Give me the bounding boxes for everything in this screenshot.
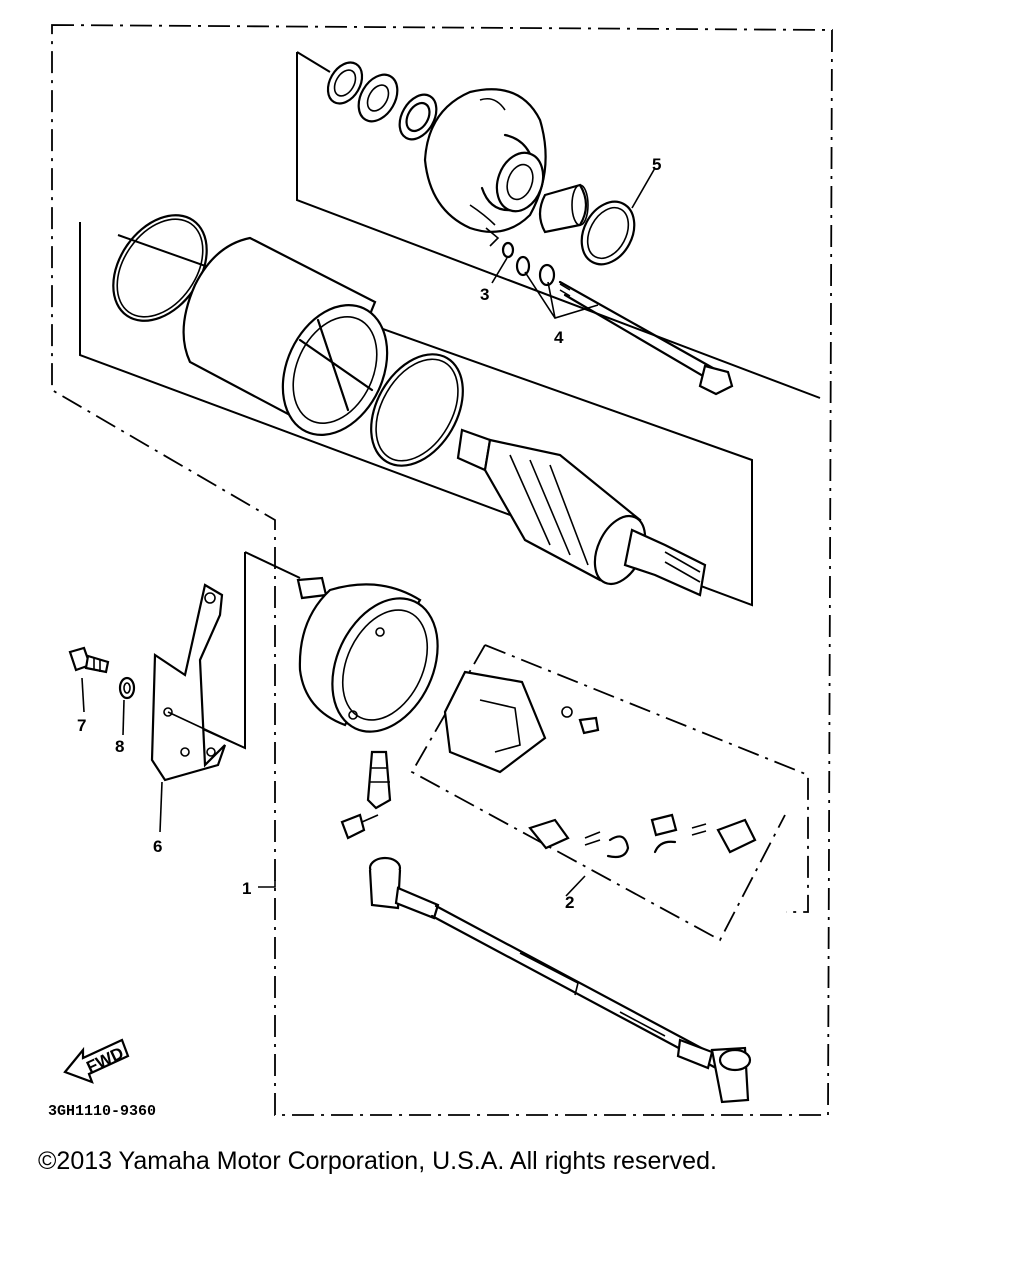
- bolt-and-washer: [68, 646, 136, 700]
- label-1: 1: [242, 879, 251, 898]
- bracket: [150, 583, 246, 782]
- yoke-assembly: [112, 214, 464, 467]
- end-cover-group-frame: [296, 52, 821, 399]
- end-cover-assembly: [326, 61, 734, 396]
- brush-holder-frame: [484, 644, 809, 913]
- label-6: 6: [153, 837, 162, 856]
- copyright-notice: ©2013 Yamaha Motor Corporation, U.S.A. A…: [38, 1147, 717, 1175]
- armature: [456, 428, 707, 597]
- label-2: 2: [565, 893, 574, 912]
- terminal-bolt: [340, 750, 392, 840]
- assembly-boundary: [51, 24, 833, 1116]
- yoke-group-frame: [79, 222, 753, 607]
- starter-cable: [368, 856, 752, 1104]
- fwd-arrow-icon: FWD: [63, 1038, 130, 1084]
- label-7: 7: [77, 716, 86, 735]
- leader-lines: [81, 167, 656, 897]
- drawing-code: 3GH1110-9360: [48, 1103, 156, 1120]
- label-5: 5: [652, 155, 661, 174]
- label-3: 3: [480, 285, 489, 304]
- brush-holder: [443, 670, 757, 859]
- front-cover: [296, 576, 439, 733]
- label-8: 8: [115, 737, 124, 756]
- label-4: 4: [554, 328, 564, 347]
